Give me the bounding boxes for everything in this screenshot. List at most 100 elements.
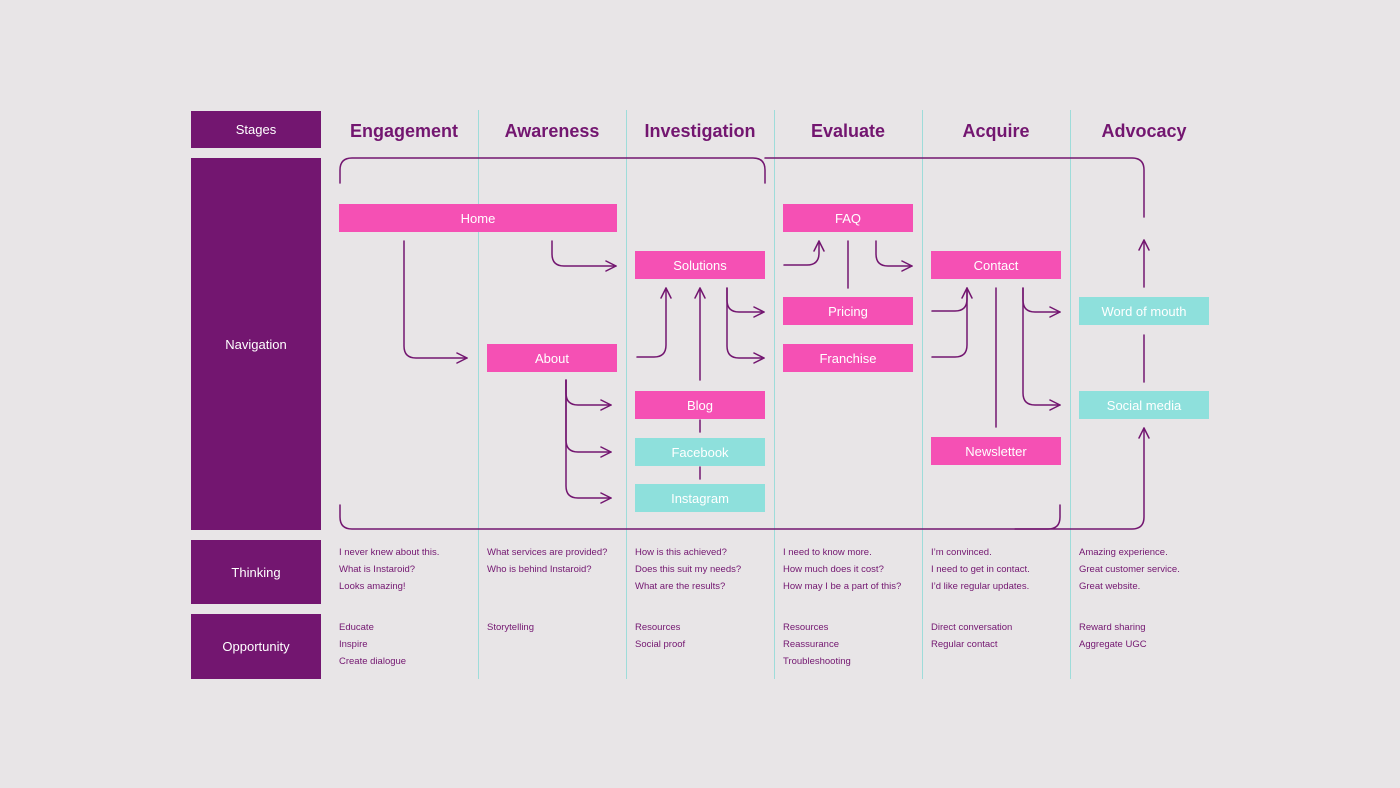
arrow-home-solutions: [551, 240, 617, 272]
thinking-line: What services are provided?: [487, 547, 608, 558]
node-contact: Contact: [931, 251, 1061, 279]
thinking-line: What is Instaroid?: [339, 564, 416, 575]
opportunity-evaluate: Resources Reassurance Troubleshooting: [783, 619, 931, 670]
thinking-advocacy: Amazing experience. Great customer servi…: [1079, 544, 1227, 595]
thinking-line: I need to get in contact.: [931, 564, 1030, 575]
thinking-line: I’m convinced.: [931, 547, 992, 558]
row-label-stages-text: Stages: [235, 122, 277, 137]
node-about-label: About: [535, 350, 569, 366]
thinking-engagement: I never knew about this. What is Instaro…: [339, 544, 487, 595]
column-divider: [774, 110, 775, 679]
thinking-line: Does this suit my needs?: [635, 564, 742, 575]
row-label-opportunity-text: Opportunity: [222, 639, 290, 654]
thinking-line: What are the results?: [635, 581, 726, 592]
opportunity-line: Regular contact: [931, 639, 998, 650]
opportunity-advocacy: Reward sharing Aggregate UGC: [1079, 619, 1227, 653]
node-contact-label: Contact: [973, 257, 1019, 273]
thinking-line: How much does it cost?: [783, 564, 884, 575]
column-divider: [626, 110, 627, 679]
opportunity-line: Resources: [635, 622, 681, 633]
arrow-contact-word: [1022, 287, 1061, 318]
arrow-about-solutions: [636, 287, 672, 358]
opportunity-line: Create dialogue: [339, 656, 407, 667]
row-label-thinking-text: Thinking: [231, 564, 281, 580]
loop-bottom-newsletter: [1014, 504, 1061, 530]
opportunity-line: Inspire: [339, 639, 368, 650]
stage-header-acquire: Acquire: [962, 120, 1030, 141]
node-word-of-mouth-label: Word of mouth: [1101, 303, 1187, 319]
node-solutions-label: Solutions: [673, 257, 727, 273]
opportunity-line: Social proof: [635, 639, 686, 650]
node-social-media-label: Social media: [1106, 397, 1182, 413]
opportunity-line: Aggregate UGC: [1079, 639, 1147, 650]
opportunity-line: Educate: [339, 622, 374, 633]
stage-header-advocacy: Advocacy: [1101, 120, 1187, 141]
node-facebook-label: Facebook: [671, 444, 729, 460]
node-faq-label: FAQ: [834, 210, 861, 226]
column-divider: [1070, 110, 1071, 679]
opportunity-awareness: Storytelling: [487, 619, 635, 636]
node-franchise-label: Franchise: [819, 350, 877, 366]
node-newsletter: Newsletter: [931, 437, 1061, 465]
stage-header-investigation: Investigation: [644, 120, 756, 141]
node-word-of-mouth: Word of mouth: [1079, 297, 1209, 325]
node-solutions: Solutions: [635, 251, 765, 279]
opportunity-line: Resources: [783, 622, 829, 633]
node-faq: FAQ: [783, 204, 913, 232]
arrow-pricing-contact: [931, 287, 973, 312]
row-label-opportunity: Opportunity: [191, 614, 321, 679]
opportunity-engagement: Educate Inspire Create dialogue: [339, 619, 487, 670]
opportunity-investigation: Resources Social proof: [635, 619, 783, 653]
opportunity-line: Troubleshooting: [783, 656, 851, 667]
arrow-solutions-franchise: [726, 287, 765, 364]
stage-header-engagement: Engagement: [349, 120, 459, 141]
opportunity-line: Direct conversation: [931, 622, 1013, 633]
node-blog-label: Blog: [686, 397, 714, 413]
arrow-about-facebook: [565, 379, 612, 458]
arrow-home-about: [403, 240, 468, 364]
arrow-faq-contact: [875, 240, 913, 272]
thinking-line: How may I be a part of this?: [783, 581, 902, 592]
node-social-media: Social media: [1079, 391, 1209, 419]
thinking-acquire: I’m convinced. I need to get in contact.…: [931, 544, 1079, 595]
arrow-solutions-faq: [783, 240, 825, 266]
node-pricing: Pricing: [783, 297, 913, 325]
stage-header-awareness: Awareness: [504, 120, 600, 141]
node-pricing-label: Pricing: [828, 303, 868, 319]
thinking-evaluate: I need to know more. How much does it co…: [783, 544, 931, 595]
opportunity-line: Reassurance: [783, 639, 839, 650]
node-facebook: Facebook: [635, 438, 765, 466]
node-home-label: Home: [460, 210, 496, 226]
node-newsletter-label: Newsletter: [965, 443, 1027, 459]
arrow-contact-social: [1022, 287, 1061, 411]
thinking-awareness: What services are provided? Who is behin…: [487, 544, 635, 578]
arrow-about-blog: [565, 379, 612, 411]
arrow-franchise-contact: [931, 287, 968, 358]
node-franchise: Franchise: [783, 344, 913, 372]
opportunity-line: Reward sharing: [1079, 622, 1146, 633]
opportunity-acquire: Direct conversation Regular contact: [931, 619, 1079, 653]
arrow-solutions-pricing: [726, 287, 765, 318]
column-divider: [922, 110, 923, 679]
row-label-navigation-text: Navigation: [225, 336, 287, 352]
thinking-investigation: How is this achieved? Does this suit my …: [635, 544, 783, 595]
loop-bottom: [339, 427, 1150, 530]
thinking-line: I need to know more.: [783, 547, 872, 558]
thinking-line: Great customer service.: [1079, 564, 1180, 575]
node-about: About: [487, 344, 617, 372]
loop-top-left: [339, 157, 766, 184]
row-label-stages: Stages: [191, 111, 321, 148]
thinking-line: Who is behind Instaroid?: [487, 564, 592, 575]
node-instagram: Instagram: [635, 484, 765, 512]
stage-header-evaluate: Evaluate: [810, 120, 886, 141]
thinking-line: Great website.: [1079, 581, 1141, 592]
thinking-line: I’d like regular updates.: [931, 581, 1030, 592]
thinking-line: Amazing experience.: [1079, 547, 1168, 558]
arrow-about-instagram: [565, 379, 612, 504]
row-label-navigation: Navigation: [191, 158, 321, 530]
opportunity-line: Storytelling: [487, 622, 534, 633]
loop-top-right: [764, 157, 1145, 218]
thinking-line: Looks amazing!: [339, 581, 406, 592]
node-home: Home: [339, 204, 617, 232]
